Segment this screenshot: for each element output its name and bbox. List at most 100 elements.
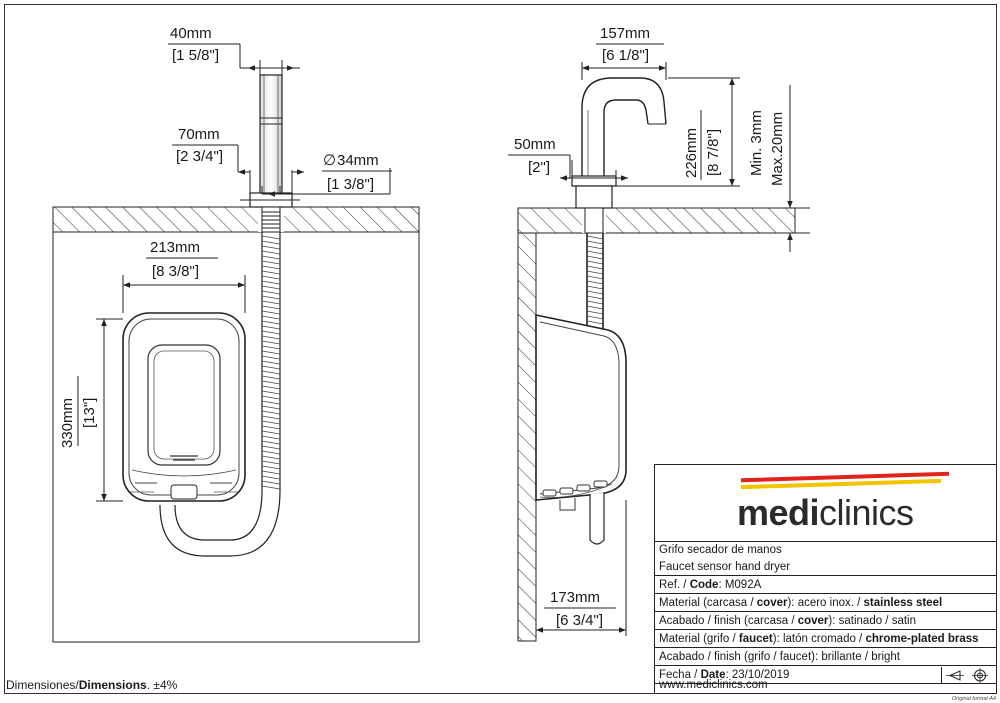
hose-corrugation (261, 415, 281, 420)
hose-corrugation (261, 370, 281, 375)
spout-height-inch: [8 7/8"] (705, 129, 722, 176)
hose-side (586, 233, 604, 340)
title-block: mediclinics Grifo secador de manos Fauce… (654, 464, 997, 694)
hose-corrugation (261, 405, 281, 410)
dryer-depth-mm: 173mm (550, 589, 600, 606)
hole-diameter-inch: [1 3/8"] (327, 176, 374, 193)
hose-corrugation (586, 320, 604, 325)
hose-corrugation (586, 265, 604, 270)
diameter-symbol: ∅ (323, 152, 336, 169)
side-counter-hatch (517, 207, 796, 234)
hose-corrugation (261, 235, 281, 240)
finish-faucet: Acabado / finish (grifo / faucet): brill… (655, 649, 996, 666)
hose-corrugation (261, 305, 281, 310)
hose-corrugation (261, 360, 281, 365)
hose-corrugation (261, 340, 281, 345)
product-name-en: Faucet sensor hand dryer (655, 559, 996, 576)
hose-corrugation (261, 365, 281, 370)
front-view: 40mm [1 5/8"] 70mm [2 3/4"] ∅ 34mm [1 3/… (52, 25, 420, 643)
dryer-width-inch: [8 3/8"] (152, 263, 199, 280)
hose-corrugation (261, 420, 281, 425)
front-counter-hatch (52, 206, 420, 233)
hose-corrugation (261, 355, 281, 360)
hose-corrugation (261, 255, 281, 260)
hose-corrugation (261, 350, 281, 355)
dryer-height-inch: [13"] (81, 398, 98, 428)
base-offset-mm: 50mm (514, 136, 556, 153)
hose-corrugation (261, 450, 281, 455)
hose-corrugation (261, 310, 281, 315)
hose-corrugation (586, 290, 604, 295)
spout-height-mm: 226mm (683, 128, 700, 178)
hose-corrugation (586, 285, 604, 290)
hose-corrugation (261, 435, 281, 440)
hose-corrugation (586, 280, 604, 285)
hose-corrugation (261, 375, 281, 380)
hose-corrugation (261, 480, 281, 485)
date-row: Fecha / Date: 23/10/2019 (655, 667, 996, 684)
dimensions-tolerance: Dimensiones/Dimensions. ±4% (6, 678, 178, 692)
dryer-height-mm: 330mm (59, 398, 76, 448)
hose-corrugation (261, 265, 281, 270)
hose-corrugation (261, 325, 281, 330)
hose-corrugation (586, 305, 604, 310)
hose-corrugation (586, 310, 604, 315)
hose-corrugation (261, 485, 281, 490)
hose-corrugation (261, 320, 281, 325)
dryer-width-mm: 213mm (150, 239, 200, 256)
hose-corrugation (261, 395, 281, 400)
hose-corrugation (261, 245, 281, 250)
hose-corrugation (261, 445, 281, 450)
hose-corrugation (261, 460, 281, 465)
dryer-depth-inch: [6 3/4"] (556, 612, 603, 629)
hose-corrugation (586, 270, 604, 275)
hose-front (159, 232, 281, 557)
hose-corrugation (261, 285, 281, 290)
hose-corrugation (261, 280, 281, 285)
hose-corrugation (261, 315, 281, 320)
hose-corrugation (261, 400, 281, 405)
hose-corrugation (261, 345, 281, 350)
side-view: 157mm [6 1/8"] 50mm [2"] 226mm [8 7/8"] … (508, 25, 810, 642)
spout-reach-mm: 157mm (600, 25, 650, 42)
hose-corrugation (261, 440, 281, 445)
flange-width-mm: 70mm (178, 126, 220, 143)
third-angle-projection-icon (941, 667, 996, 684)
hose-corrugation (261, 270, 281, 275)
hose-corrugation (261, 430, 281, 435)
hand-dryer-side (535, 314, 627, 545)
hose-corrugation (261, 335, 281, 340)
ref-code: Ref. / Code: M092A (655, 577, 996, 594)
hose-corrugation (586, 250, 604, 255)
hose-corrugation (261, 410, 281, 415)
material-faucet: Material (grifo / faucet): latón cromado… (655, 631, 996, 648)
hose-corrugation (586, 240, 604, 245)
pipe-width-inch: [1 5/8"] (172, 47, 219, 64)
hose-corrugation (261, 260, 281, 265)
hose-corrugation (261, 290, 281, 295)
hose-corrugation (586, 235, 604, 240)
hose-corrugation (261, 240, 281, 245)
hose-corrugation (586, 315, 604, 320)
hose-corrugation (586, 255, 604, 260)
hose-corrugation (586, 245, 604, 250)
logo-wordmark: mediclinics (737, 492, 914, 533)
flange-width-inch: [2 3/4"] (176, 148, 223, 165)
hose-corrugation (261, 250, 281, 255)
hose-corrugation (261, 470, 281, 475)
website: www.mediclinics.com (659, 679, 768, 691)
hose-corrugation (261, 295, 281, 300)
hose-corrugation (261, 465, 281, 470)
hose-corrugation (586, 275, 604, 280)
hand-dryer-front (122, 312, 246, 502)
hose-corrugation (261, 390, 281, 395)
counter-min: Min. 3mm (748, 110, 765, 176)
hose-corrugation (261, 455, 281, 460)
material-cover: Material (carcasa / cover): acero inox. … (655, 595, 996, 612)
pipe-width-mm: 40mm (170, 25, 212, 42)
hose-corrugation (261, 330, 281, 335)
spout-reach-inch: [6 1/8"] (602, 47, 649, 64)
hose-corrugation (261, 380, 281, 385)
hose-corrugation (261, 475, 281, 480)
